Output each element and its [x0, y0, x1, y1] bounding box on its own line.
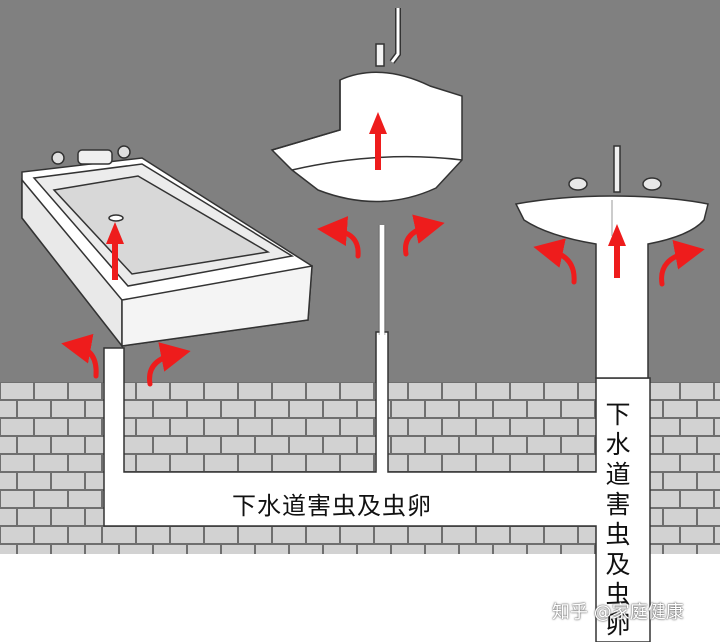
wall-sink-icon [270, 8, 463, 203]
arrow-up-icon [106, 222, 124, 280]
curved-arrow-icon [533, 238, 577, 285]
curved-arrow-icon [61, 333, 99, 379]
pedestal-sink-icon [514, 145, 709, 379]
arrow-up-icon [369, 112, 387, 170]
bathtub-icon [21, 145, 313, 349]
drain-pipes [103, 331, 651, 642]
vertical-pipe-label: 下水道害虫及虫卵 [605, 400, 631, 639]
watermark: 知乎 @家庭健康 [552, 602, 684, 623]
curved-arrow-icon [317, 216, 361, 259]
horizontal-pipe-label: 下水道害虫及虫卵 [232, 492, 432, 520]
curved-arrow-icon [403, 214, 445, 257]
arrow-up-icon [608, 224, 626, 278]
curved-arrow-icon [147, 342, 191, 387]
curved-arrow-icon [659, 240, 705, 287]
